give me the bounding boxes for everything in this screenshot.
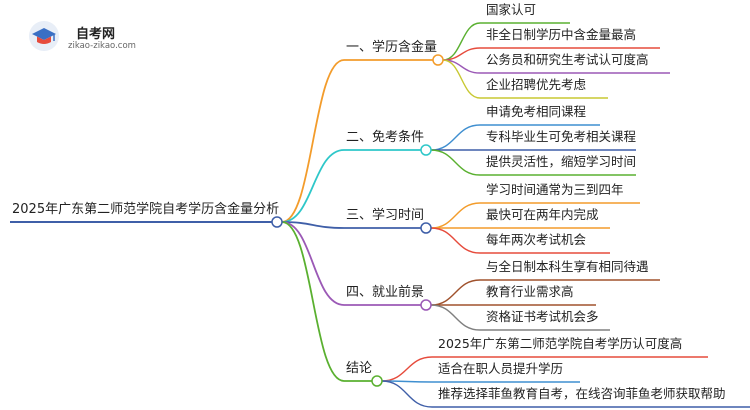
- root-node[interactable]: [271, 216, 283, 228]
- leaf-edge: [430, 279, 481, 306]
- branch-node[interactable]: [432, 54, 444, 66]
- branch-edge: [281, 59, 345, 223]
- branch-edge: [281, 221, 345, 229]
- branch-label: 三、学习时间: [346, 208, 425, 223]
- mindmap-edges: [10, 22, 750, 408]
- leaf-edge: [430, 227, 481, 254]
- logo-name: 自考网: [76, 27, 116, 42]
- leaf-label: 推荐选择菲鱼教育自考，在线咨询菲鱼老师获取帮助: [438, 386, 726, 401]
- leaf-label: 申请免考相同课程: [486, 104, 587, 119]
- leaf-label: 国家认可: [486, 2, 537, 17]
- branch-node[interactable]: [420, 299, 432, 311]
- leaf-edge: [430, 202, 481, 229]
- leaf-edge: [381, 356, 433, 382]
- logo-url: zikao-zikao.com: [68, 41, 136, 51]
- leaf-edge: [381, 380, 433, 408]
- leaf-edge: [442, 59, 481, 99]
- graduation-cap-icon: [29, 21, 59, 51]
- leaf-label: 非全日制学历中含金量最高: [486, 27, 637, 42]
- leaf-label: 2025年广东第二师范学院自考学历认可度高: [438, 336, 683, 351]
- leaf-label: 适合在职人员提升学历: [438, 361, 564, 376]
- leaf-label: 提供灵活性，缩短学习时间: [486, 154, 637, 169]
- branch-node[interactable]: [420, 144, 432, 156]
- leaf-label: 教育行业需求高: [486, 284, 574, 299]
- mindmap-nodes: [271, 54, 444, 387]
- leaf-label: 企业招聘优先考虑: [486, 77, 587, 92]
- branch-edge: [281, 221, 345, 382]
- leaf-label: 专科毕业生可免考相关课程: [486, 129, 637, 144]
- leaf-edge: [430, 149, 481, 176]
- site-logo[interactable]: 自考网 zikao-zikao.com: [28, 20, 158, 52]
- leaf-label: 与全日制本科生享有相同待遇: [486, 259, 649, 274]
- leaf-label: 每年两次考试机会: [486, 232, 587, 247]
- leaf-edge: [430, 124, 481, 151]
- root-label: 2025年广东第二师范学院自考学历含金量分析: [12, 202, 280, 217]
- branch-label: 四、就业前景: [346, 285, 425, 300]
- branch-node[interactable]: [371, 375, 383, 387]
- leaf-label: 资格证书考试机会多: [486, 309, 599, 324]
- leaf-label: 学习时间通常为三到四年: [486, 182, 624, 197]
- leaf-edge: [442, 22, 481, 61]
- branch-edge: [281, 149, 345, 223]
- branch-label: 一、学历含金量: [346, 40, 438, 55]
- leaf-label: 公务员和研究生考试认可度高: [486, 52, 649, 67]
- branch-label: 二、免考条件: [346, 130, 425, 145]
- leaf-label: 最快可在两年内完成: [486, 207, 599, 222]
- branch-node[interactable]: [420, 222, 432, 234]
- branch-label: 结论: [346, 361, 373, 376]
- branch-edge: [281, 221, 345, 306]
- leaf-edge: [430, 304, 481, 331]
